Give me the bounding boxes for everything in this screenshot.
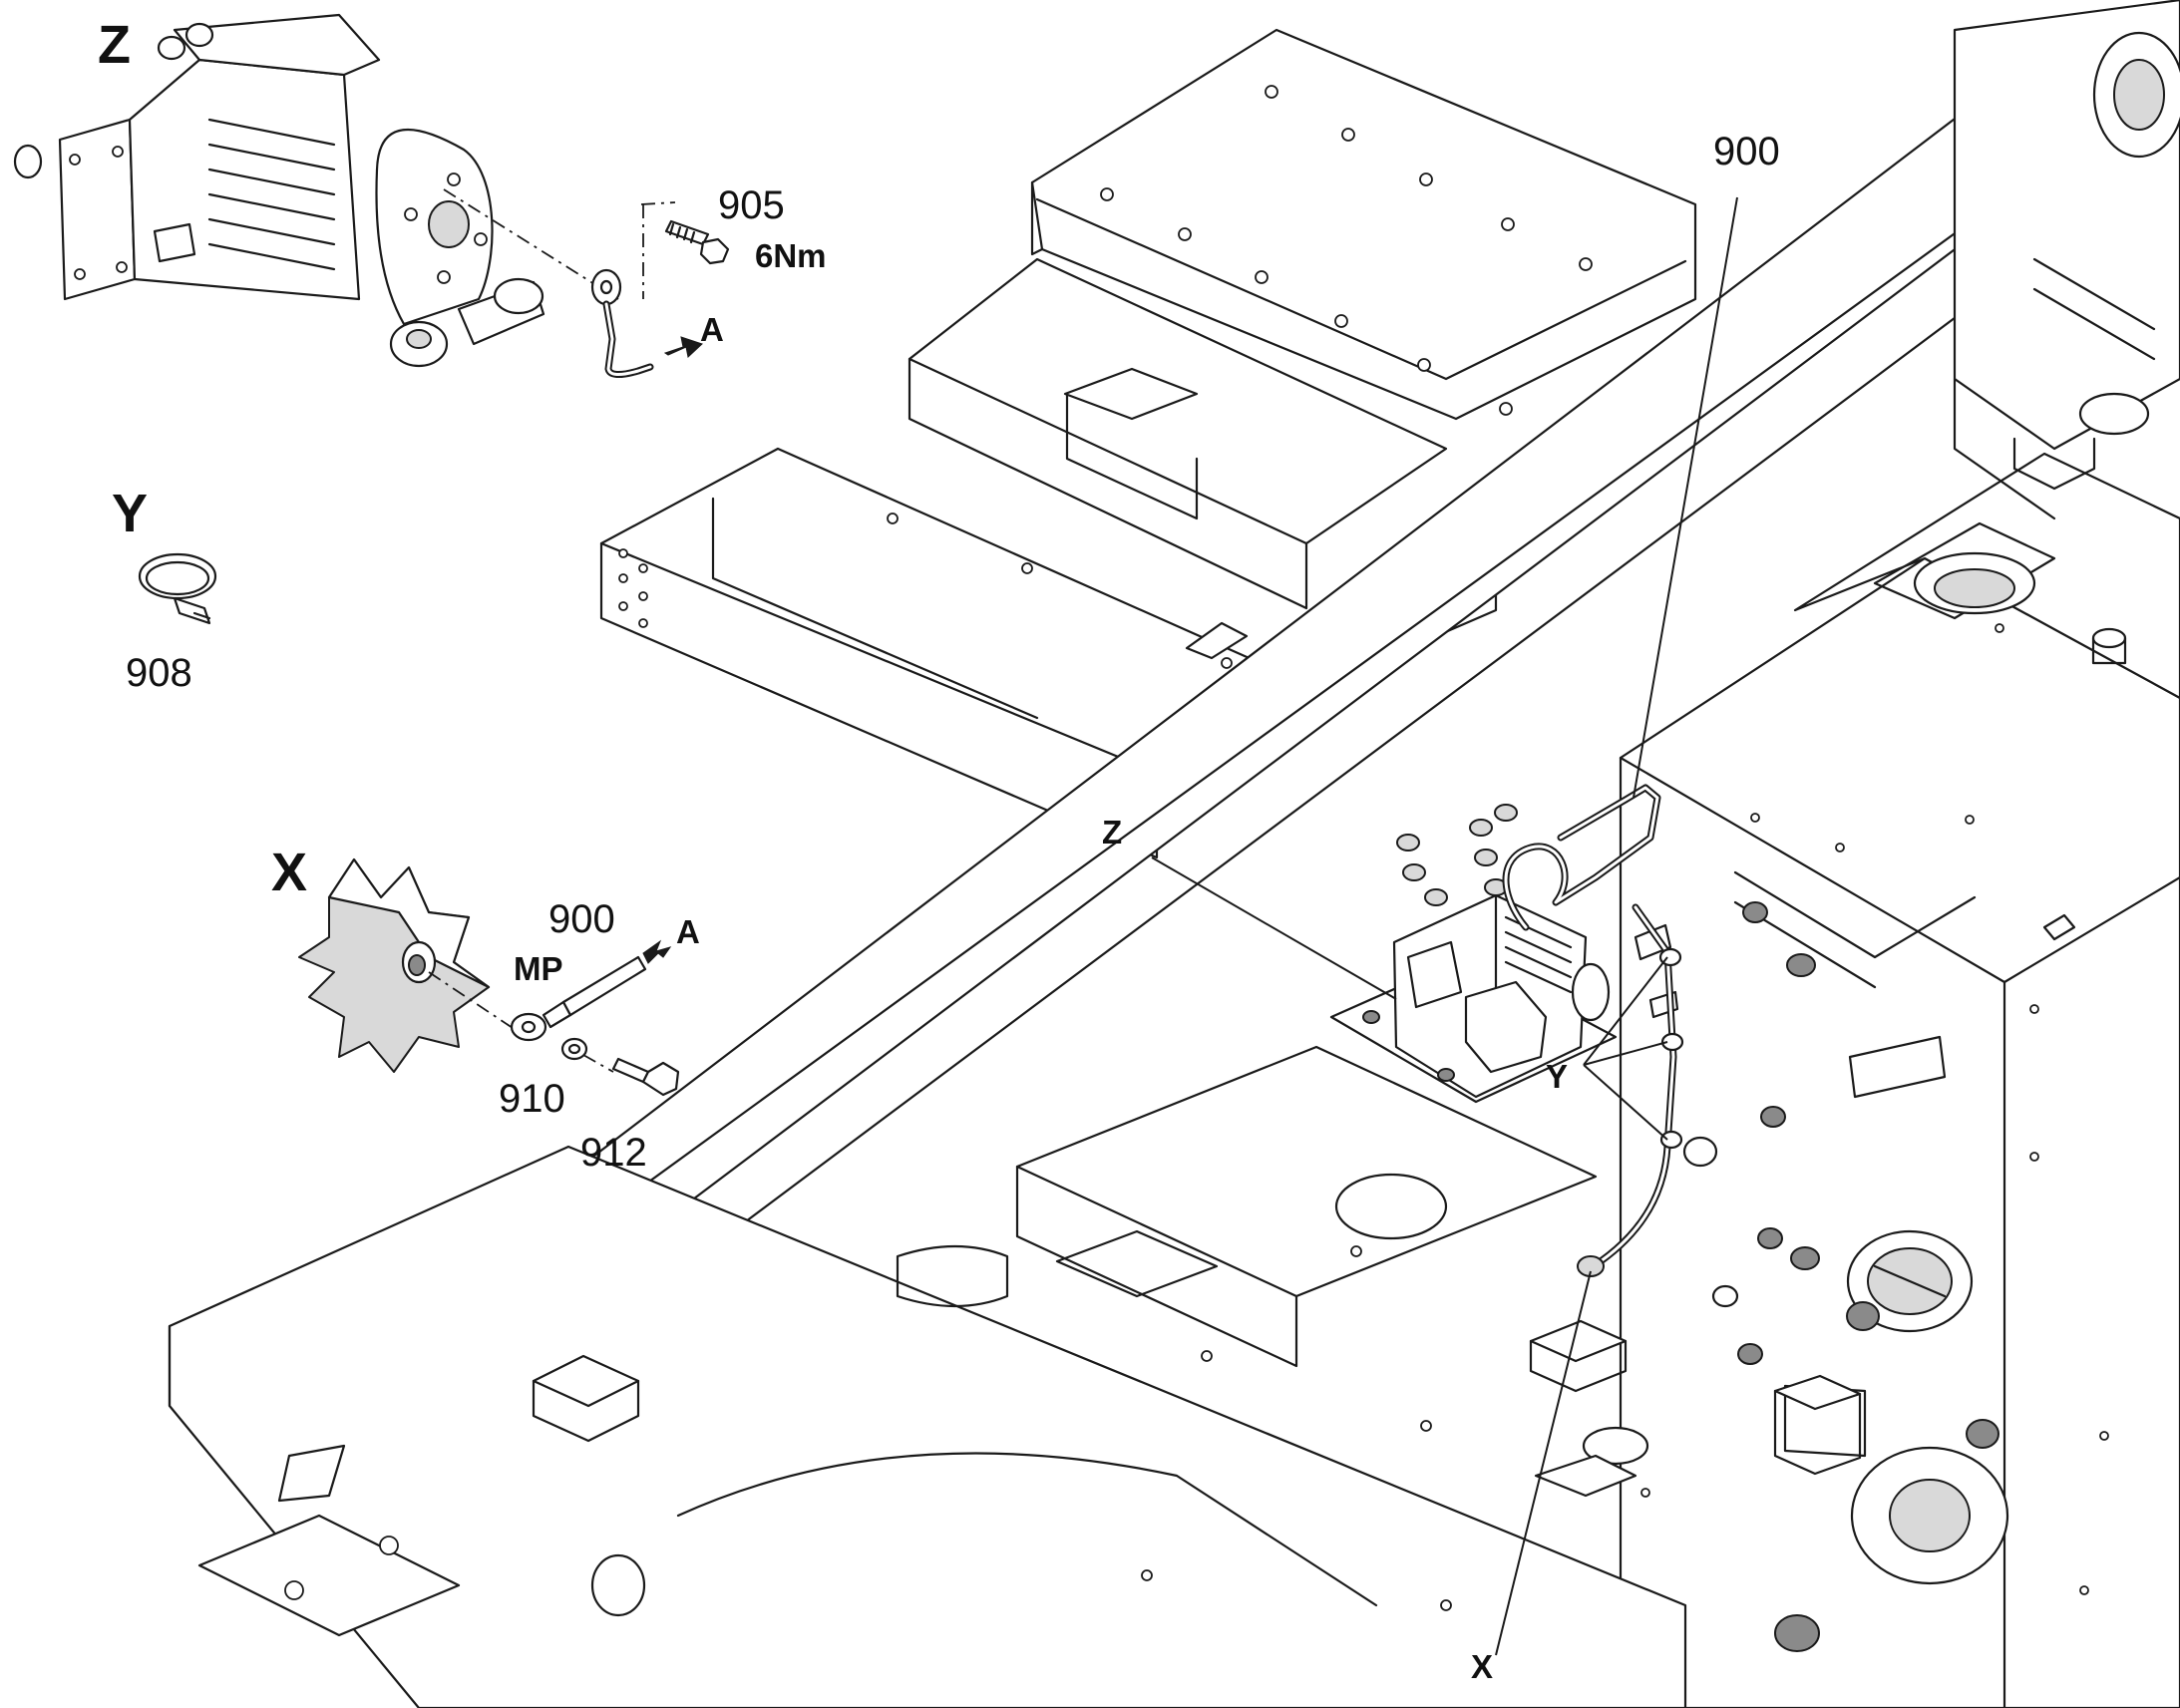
cable-tie-908-label: 908 bbox=[126, 651, 192, 695]
harness-900-label: 900 bbox=[1713, 130, 1780, 173]
direction-arrow-icon bbox=[663, 336, 703, 358]
washer-910-label: 910 bbox=[499, 1077, 565, 1121]
arrow-a-label-x: A bbox=[676, 913, 700, 950]
hex-screw-icon bbox=[664, 219, 730, 265]
torque-label: 6Nm bbox=[755, 237, 827, 274]
ring-terminal-icon bbox=[590, 268, 654, 378]
detail-z-compressor bbox=[13, 13, 730, 378]
callout-z-label: Z bbox=[1102, 814, 1123, 851]
direction-arrow-icon bbox=[642, 939, 672, 964]
washer-icon bbox=[560, 1037, 588, 1061]
detail-y-label: Y bbox=[112, 484, 149, 543]
chassis-frame bbox=[168, 0, 2180, 1708]
compressor-installed bbox=[1329, 804, 1679, 1104]
hose-fittings bbox=[1682, 901, 1999, 1652]
screw-912-label: 912 bbox=[580, 1131, 647, 1175]
harness-900 bbox=[1502, 784, 1684, 1277]
arrow-a-label-z: A bbox=[700, 311, 724, 348]
detail-x-ground-point bbox=[298, 857, 680, 1097]
mp-label: MP bbox=[514, 950, 563, 987]
detail-x-label: X bbox=[271, 843, 308, 902]
ring-terminal-icon bbox=[510, 955, 647, 1042]
cable-900-label-detail: 900 bbox=[548, 897, 615, 941]
cable-tie-icon bbox=[1658, 947, 1684, 1150]
screw-905-label: 905 bbox=[718, 183, 785, 227]
detail-z-label: Z bbox=[98, 15, 131, 75]
leader-lines bbox=[1151, 196, 1738, 1656]
callout-x-label: X bbox=[1471, 1648, 1494, 1685]
hex-screw-icon bbox=[611, 1057, 680, 1097]
callout-y-label: Y bbox=[1546, 1058, 1569, 1095]
detail-y-cable-tie bbox=[138, 552, 217, 625]
